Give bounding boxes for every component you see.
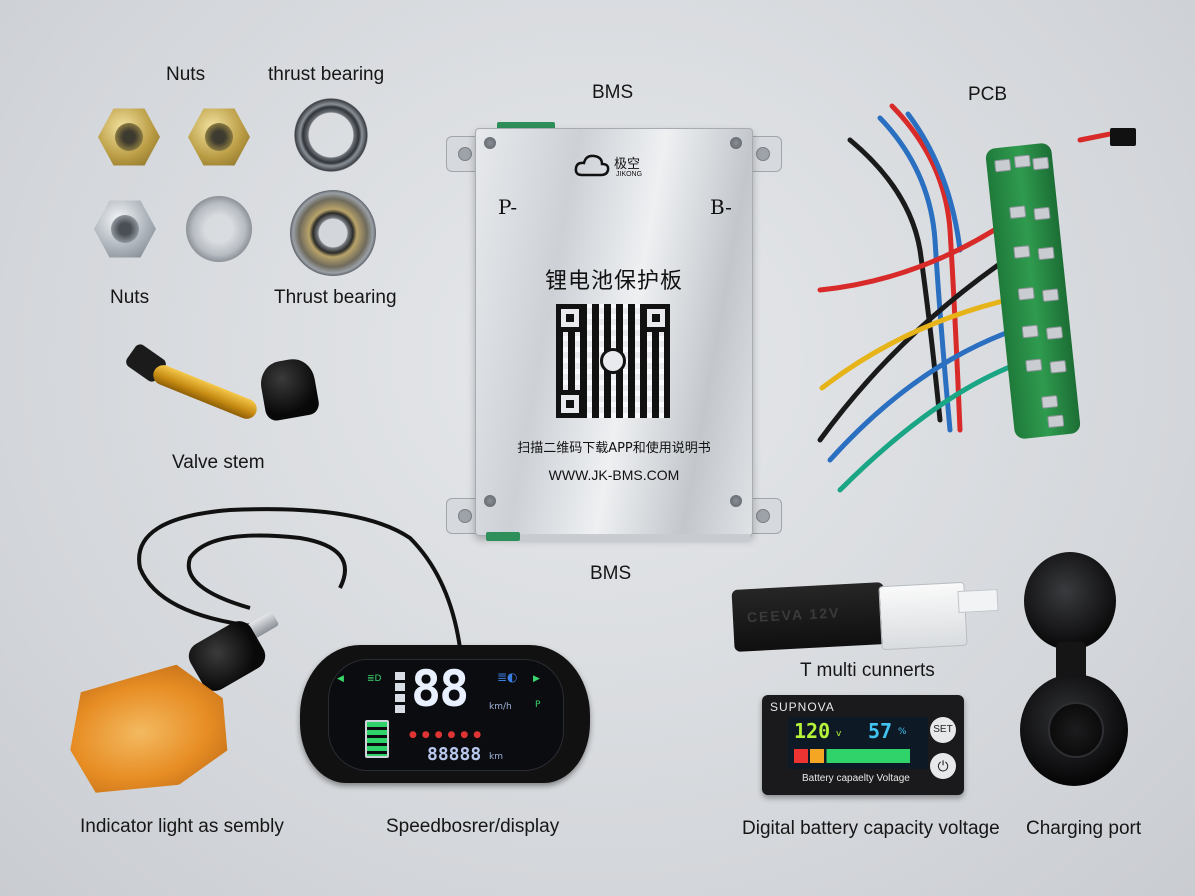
set-button[interactable]: SET <box>930 717 956 743</box>
ready-icon: P <box>535 700 541 710</box>
charging-port-socket <box>1020 674 1128 786</box>
brass-nut-1 <box>98 108 160 166</box>
indicator-cable <box>137 507 462 649</box>
battery-level-icon <box>365 720 389 758</box>
speedometer-display: ◀ ≣D 88 km/h ≣◐ ▶ P ●●●●●● 88888 km <box>300 645 590 783</box>
bms-url: WWW.JK-BMS.COM <box>548 467 680 483</box>
sensor-chip <box>1110 128 1136 146</box>
steel-nut <box>94 200 156 258</box>
voltage-readout: 120 <box>794 719 831 743</box>
power-button-icon[interactable]: ⏻ <box>930 753 956 779</box>
label-thrust-bearing-top: thrust bearing <box>268 64 385 85</box>
label-bms-top: BMS <box>592 82 634 103</box>
ball-bearing-ring <box>292 96 370 174</box>
bms-bottom-connector-strip <box>520 534 750 542</box>
terminal-p-minus: P- <box>498 195 518 219</box>
label-pcb: PCB <box>968 84 1008 105</box>
label-nuts-top: Nuts <box>166 64 206 85</box>
label-valve-stem: Valve stem <box>172 452 265 473</box>
voltage-unit: v <box>836 729 842 739</box>
speed-unit: km/h <box>489 702 512 712</box>
meter-brand: SUPNOVA <box>770 700 835 714</box>
percent-unit: % <box>898 727 907 737</box>
meter-screen: 120 v 57 % <box>788 717 928 769</box>
connector-plug-tip <box>957 588 999 614</box>
bms-brand-sub: JIKONG <box>616 171 643 178</box>
gear-indicator <box>395 672 405 716</box>
capacity-bar <box>794 749 910 763</box>
bms-top-connector <box>497 122 555 132</box>
meter-caption: Battery capaelty Voltage <box>802 773 910 784</box>
odometer-unit: km <box>489 752 503 762</box>
battery-voltage-meter: SUPNOVA 120 v 57 % SET ⏻ Battery capaelt… <box>762 695 964 795</box>
terminal-b-minus: B- <box>710 195 732 219</box>
right-arrow-icon: ▶ <box>533 674 540 684</box>
brass-nut-2 <box>188 108 250 166</box>
high-beam-icon: ≣D <box>367 674 382 684</box>
percent-readout: 57 <box>868 719 893 743</box>
headlight-icon: ≣◐ <box>497 670 518 684</box>
speed-readout: 88 <box>411 660 469 718</box>
thrust-bearing <box>290 190 376 276</box>
label-battery-meter: Digital battery capacity voltage <box>742 818 1000 839</box>
bms-bottom-connector <box>486 532 520 541</box>
label-indicator: Indicator light as sembly <box>80 816 284 837</box>
bms-board: 极空 JIKONG P- B- 锂电池保护板 扫描二维码下载APP和使用说明书 … <box>475 128 753 536</box>
label-connectors: T multi cunnerts <box>800 660 935 681</box>
connector-print: CEEVA 12V <box>746 604 841 626</box>
connector-plug <box>878 581 968 651</box>
label-speedometer: Speedbosrer/display <box>386 816 560 837</box>
label-bms-bottom: BMS <box>590 563 632 584</box>
bms-title: 锂电池保护板 <box>544 269 683 294</box>
speedometer-screen: ◀ ≣D 88 km/h ≣◐ ▶ P ●●●●●● 88888 km <box>328 659 564 771</box>
label-nuts-bottom: Nuts <box>110 287 150 308</box>
label-thrust-bearing-bottom: Thrust bearing <box>274 287 397 308</box>
valve-tube <box>150 362 260 422</box>
cloud-logo-icon <box>574 154 610 177</box>
washer <box>186 196 252 262</box>
warning-lights: ●●●●●● <box>409 730 487 740</box>
connector-body: CEEVA 12V <box>731 582 887 652</box>
charging-port-cap <box>1024 552 1116 650</box>
odometer-readout: 88888 <box>427 744 482 765</box>
bms-brand: 极空 <box>614 157 641 172</box>
valve-base <box>257 355 321 423</box>
label-charging-port: Charging port <box>1026 818 1142 839</box>
qr-code <box>556 304 670 418</box>
bms-scan-text: 扫描二维码下载APP和使用说明书 <box>517 441 711 456</box>
left-arrow-icon: ◀ <box>337 674 344 684</box>
pcb-wires <box>817 103 1120 493</box>
